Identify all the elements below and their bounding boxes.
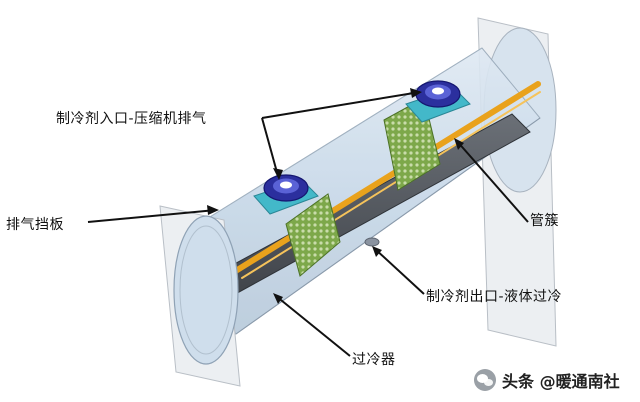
refrigerant-inlet-label: 制冷剂入口-压缩机排气 <box>56 111 207 127</box>
watermark: 头条 @暖通南社 <box>472 366 626 394</box>
baffle-left <box>285 193 341 277</box>
tube-bundle-label: 管簇 <box>530 213 559 229</box>
outlet-nozzle <box>364 237 380 247</box>
leader-lines <box>87 91 529 357</box>
arrow-heads <box>207 88 464 304</box>
watermark-text: 头条 @暖通南社 <box>502 372 620 391</box>
subcooler-label: 过冷器 <box>352 352 396 368</box>
refrigerant-outlet-label: 制冷剂出口-液体过冷 <box>426 289 563 305</box>
tube-bundle <box>231 81 541 279</box>
wechat-icon <box>474 369 496 391</box>
exhaust-baffle-label: 排气挡板 <box>6 217 64 233</box>
inlet-nozzle-left <box>253 174 319 215</box>
left-tube-sheet <box>159 205 241 387</box>
